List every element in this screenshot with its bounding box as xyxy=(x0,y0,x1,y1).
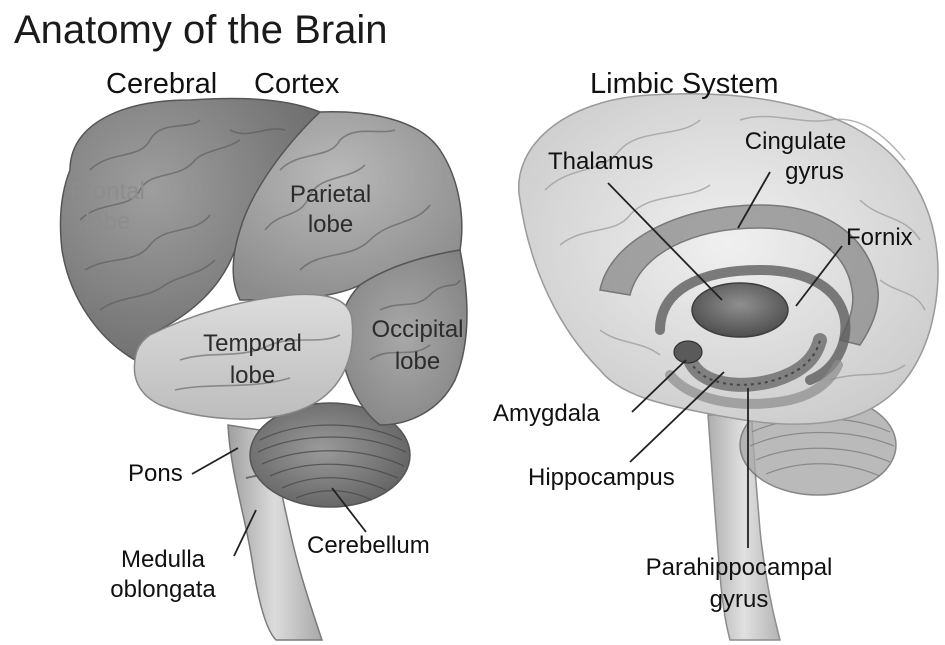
pons-leader xyxy=(192,448,238,474)
fornix-label: Fornix xyxy=(846,226,913,250)
cingulate-label-line1: Cingulate xyxy=(728,130,863,154)
limbic-system-heading: Limbic System xyxy=(590,70,779,99)
parahippocampal-gyrus-label: Parahippocampal gyrus xyxy=(620,556,858,612)
thalamus-shape xyxy=(692,283,788,337)
temporal-lobe-label-line2: lobe xyxy=(190,364,315,388)
occipital-lobe-label-line2: lobe xyxy=(355,350,480,374)
medulla-label-line2: oblongata xyxy=(98,578,228,602)
amygdala-shape xyxy=(674,341,702,363)
parietal-lobe-label-line1: Parietal xyxy=(278,183,383,207)
cingulate-gyrus-label: Cingulate gyrus xyxy=(728,130,863,184)
cerebellum-label: Cerebellum xyxy=(307,534,430,558)
medulla-label-line1: Medulla xyxy=(98,548,228,572)
pons-label: Pons xyxy=(128,462,183,486)
cortex-heading: Cortex xyxy=(254,70,339,99)
cerebral-heading: Cerebral xyxy=(106,70,217,99)
occipital-lobe-label-line1: Occipital xyxy=(355,318,480,342)
cingulate-label-line2: gyrus xyxy=(728,160,863,184)
parietal-lobe-label: Parietal lobe xyxy=(278,183,383,237)
thalamus-label: Thalamus xyxy=(548,150,653,174)
temporal-lobe-label: Temporal lobe xyxy=(190,332,315,388)
frontal-lobe-label-line1: Frontal xyxy=(60,180,155,204)
figure-title: Anatomy of the Brain xyxy=(14,10,388,50)
occipital-lobe-label: Occipital lobe xyxy=(355,318,480,374)
temporal-lobe-label-line1: Temporal xyxy=(190,332,315,356)
hippocampus-label: Hippocampus xyxy=(528,466,675,490)
parahippocampal-label-line1: Parahippocampal xyxy=(620,556,858,580)
frontal-lobe-label: Frontal lobe xyxy=(60,180,155,234)
medulla-oblongata-label: Medulla oblongata xyxy=(98,548,228,602)
parahippocampal-label-line2: gyrus xyxy=(620,588,858,612)
amygdala-label: Amygdala xyxy=(493,402,600,426)
parietal-lobe-label-line2: lobe xyxy=(278,213,383,237)
frontal-lobe-label-line2: lobe xyxy=(60,210,155,234)
